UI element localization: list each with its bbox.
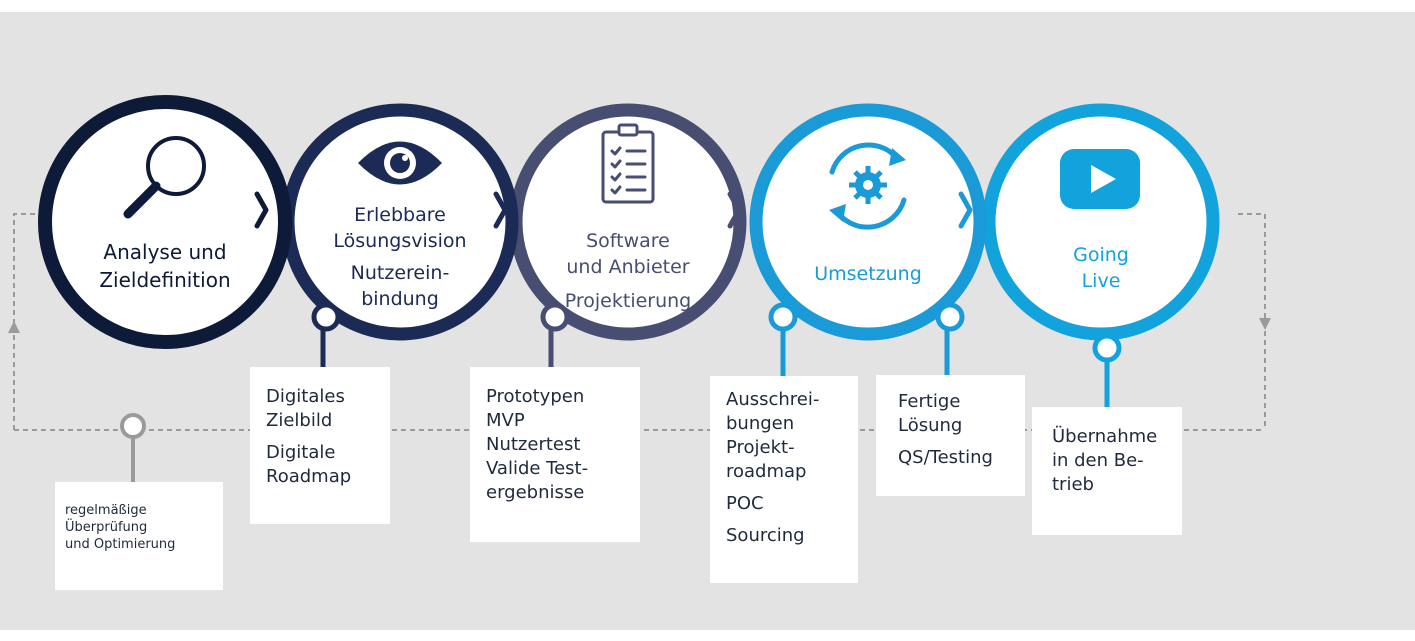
- step-label-golive: Going Live: [1041, 242, 1161, 294]
- connector-node: [120, 413, 146, 439]
- step-label-line: Erlebbare: [354, 204, 446, 226]
- step-label-line: Lösungsvision: [333, 230, 467, 252]
- connector-node: [540, 302, 570, 332]
- box-line: POC: [726, 493, 764, 514]
- box-line: Zielbild: [266, 410, 333, 431]
- step-label-line: Zieldefinition: [99, 268, 231, 292]
- step-label-line: Going: [1073, 244, 1129, 266]
- box-line: Ausschrei-: [726, 389, 820, 410]
- loop-left-segment: [13, 213, 35, 332]
- box-line: trieb: [1052, 474, 1094, 495]
- process-diagram: [8, 95, 1271, 482]
- step-label-line: Analyse und: [103, 240, 227, 264]
- connector-node: [311, 302, 341, 332]
- box-line: MVP: [486, 410, 525, 431]
- box-line: Prototypen: [486, 386, 585, 407]
- step-label-line: und Anbieter: [566, 256, 690, 278]
- eye-icon: [358, 141, 442, 185]
- output-box-uebernahme: Übernahme in den Be- trieb: [1032, 407, 1182, 535]
- box-line: Sourcing: [726, 525, 805, 546]
- box-line: Valide Test-: [486, 458, 589, 479]
- box-line: roadmap: [726, 461, 807, 482]
- chevron-right-icon: [493, 191, 508, 229]
- output-box-ausschreibungen: Ausschrei- bungen Projekt- roadmap POC S…: [710, 376, 858, 583]
- chevron-right-icon: [254, 191, 269, 229]
- diagram-canvas: Analyse und Zieldefinition Erlebbare Lös…: [0, 12, 1415, 630]
- step-label-line: Live: [1081, 270, 1121, 292]
- box-line: regelmäßige: [65, 503, 147, 518]
- step-label-vision: Erlebbare Lösungsvision Nutzerein- bindu…: [320, 202, 480, 312]
- box-line: Nutzertest: [486, 434, 581, 455]
- box-line: Lösung: [898, 415, 963, 436]
- loop-right-segment: [1238, 213, 1266, 430]
- step-circle-golive: [982, 103, 1220, 341]
- play-button-icon: [1060, 149, 1140, 209]
- step-label-umsetzung: Umsetzung: [798, 261, 938, 287]
- box-line: Fertige: [898, 391, 961, 412]
- loop-arrow-up-icon: [8, 321, 20, 333]
- step-circle-umsetzung: [749, 103, 987, 341]
- connector-node: [1092, 333, 1122, 363]
- connector-node: [935, 302, 965, 332]
- step-label-line: Projektierung: [564, 290, 692, 312]
- output-box-review: regelmäßige Überprüfung und Optimierung: [55, 482, 223, 590]
- chevron-right-icon: [727, 191, 742, 229]
- gear-cycle-icon: [829, 142, 907, 230]
- box-line: Digitales: [266, 386, 345, 407]
- step-circle-analyse: [38, 95, 292, 349]
- output-box-loesung: Fertige Lösung QS/Testing: [876, 375, 1025, 496]
- box-line: ergebnisse: [486, 482, 585, 503]
- connector-node: [768, 302, 798, 332]
- box-line: QS/Testing: [898, 447, 993, 468]
- output-box-zielbild: Digitales Zielbild Digitale Roadmap: [250, 367, 390, 524]
- step-label-line: Umsetzung: [814, 263, 922, 285]
- box-line: bungen: [726, 413, 795, 434]
- loop-arrow-down-icon: [1259, 318, 1271, 330]
- step-label-analyse: Analyse und Zieldefinition: [75, 238, 255, 294]
- chevron-right-icon: [958, 191, 973, 229]
- box-line: in den Be-: [1052, 450, 1144, 471]
- output-box-prototypen: Prototypen MVP Nutzertest Valide Test- e…: [470, 367, 640, 542]
- step-label-line: bindung: [361, 288, 439, 310]
- box-line: Übernahme: [1052, 426, 1158, 447]
- step-label-line: Software: [586, 230, 670, 252]
- box-line: Überprüfung: [65, 520, 148, 535]
- step-label-software: Software und Anbieter Projektierung: [553, 228, 703, 314]
- box-line: Projekt-: [726, 437, 795, 458]
- step-label-line: Nutzerein-: [350, 262, 450, 284]
- clipboard-checklist-icon: [601, 123, 655, 204]
- box-line: Roadmap: [266, 466, 352, 487]
- magnifier-icon: [123, 136, 206, 219]
- box-line: Digitale: [266, 442, 336, 463]
- box-line: und Optimierung: [65, 537, 176, 552]
